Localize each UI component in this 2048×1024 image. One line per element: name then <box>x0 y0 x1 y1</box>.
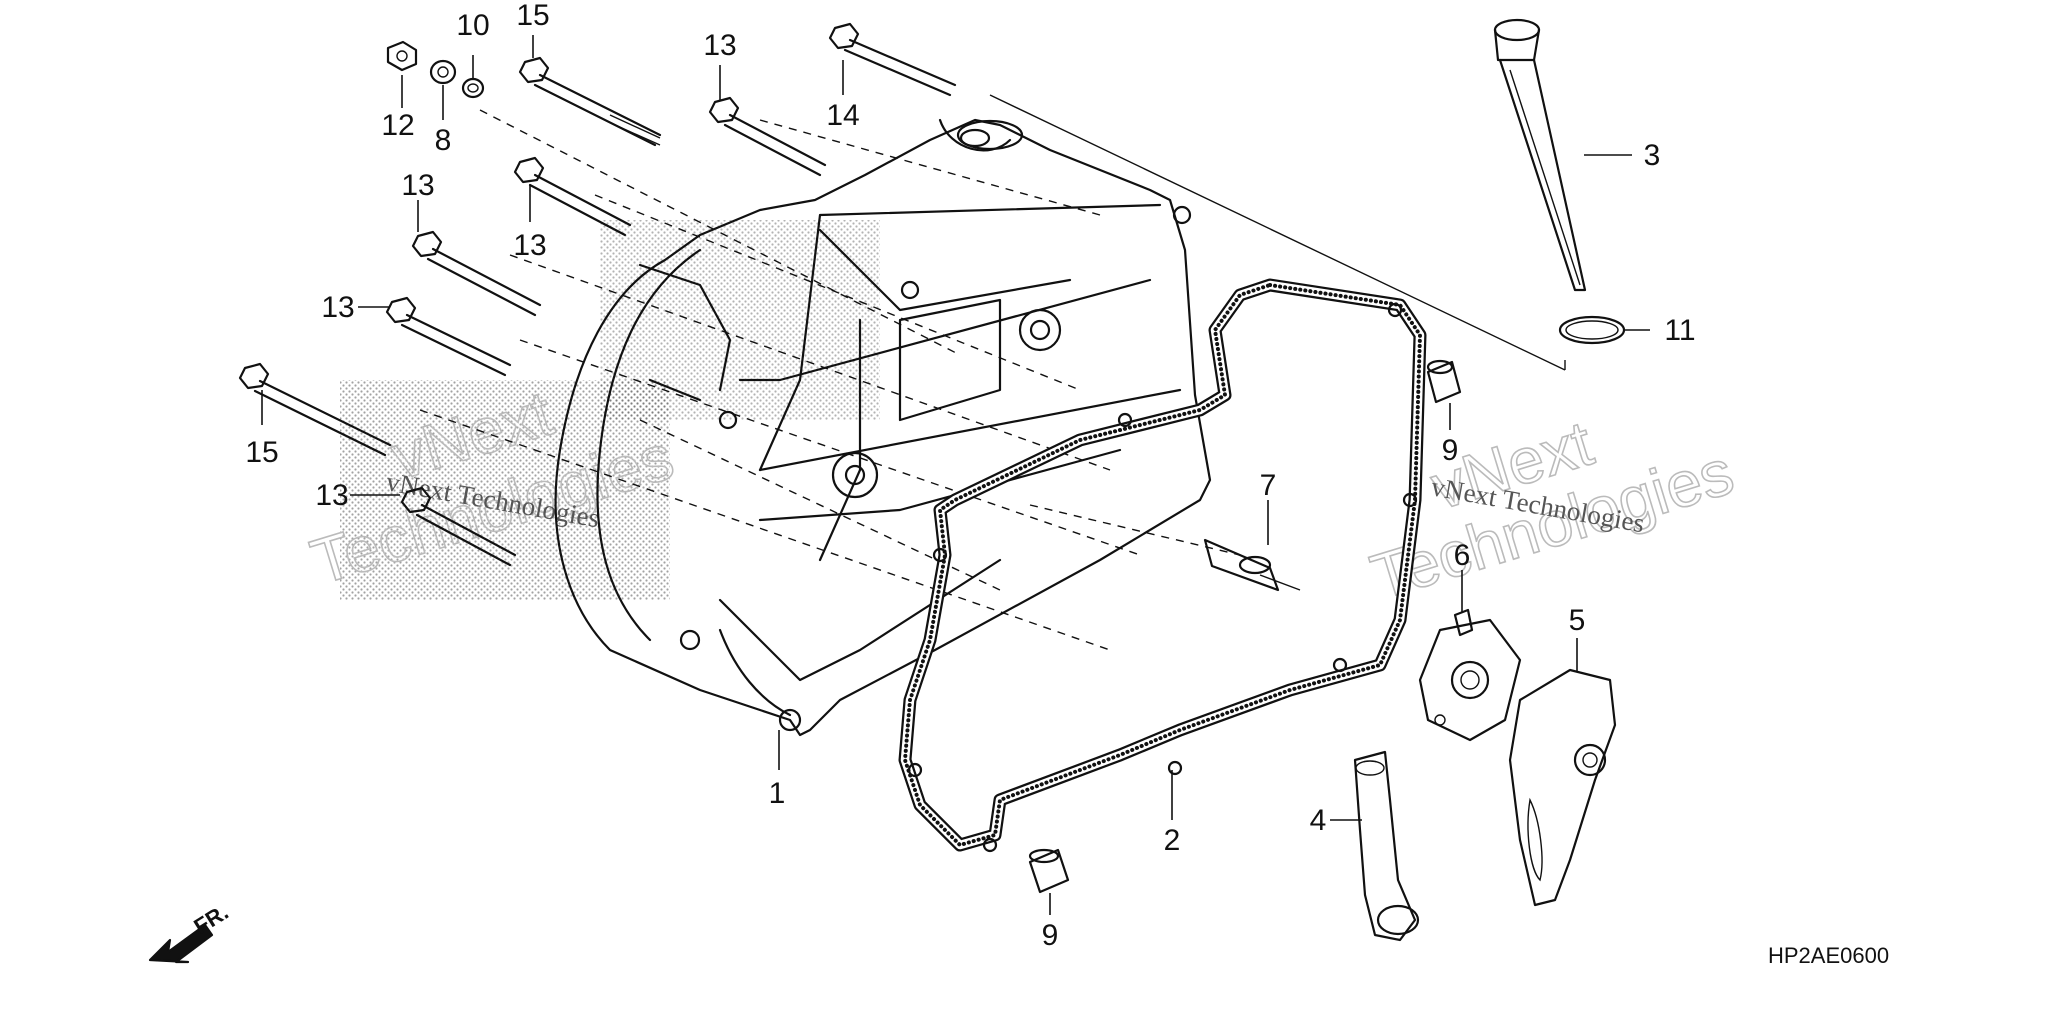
callout-12: 12 <box>381 109 414 142</box>
front-direction-arrow: FR. <box>148 899 233 964</box>
callout-13-bottom: 13 <box>315 479 348 512</box>
crankcase-cover <box>554 118 1212 737</box>
callout-9-upper: 9 <box>1442 434 1459 467</box>
flange-bolt-13-b <box>708 96 827 177</box>
callout-15-left: 15 <box>245 436 278 469</box>
callout-4: 4 <box>1310 804 1327 837</box>
callout-5: 5 <box>1569 604 1586 637</box>
callout-9-lower: 9 <box>1042 919 1059 952</box>
nut-12 <box>386 40 418 72</box>
washer-10 <box>461 77 485 99</box>
washer-8 <box>429 59 457 85</box>
callout-10: 10 <box>456 9 489 42</box>
flange-bolt-15-top <box>518 56 662 147</box>
callout-labels: 1 2 3 4 5 6 7 8 9 9 10 11 12 13 13 13 13… <box>245 0 1695 952</box>
flange-bolt-13-e <box>385 296 512 377</box>
callout-13-mid: 13 <box>513 229 546 262</box>
callout-13-left: 13 <box>321 291 354 324</box>
clutch-cam-5 <box>1508 668 1617 907</box>
oil-level-dipstick <box>1493 18 1587 292</box>
flange-bolt-13-a <box>400 486 517 567</box>
gasket <box>898 278 1427 853</box>
callout-1: 1 <box>769 777 786 810</box>
callout-8: 8 <box>435 124 452 157</box>
dowel-pin-9-lower <box>1028 848 1070 894</box>
o-ring-11 <box>1558 315 1626 345</box>
lifter-plate-6 <box>1418 608 1522 742</box>
flange-bolt-13-c <box>513 156 632 237</box>
diagram-code: HP2AE0600 <box>1768 943 1889 968</box>
callout-11: 11 <box>1664 314 1695 347</box>
callout-14: 14 <box>826 99 859 132</box>
flange-bolt-13-d <box>411 230 542 317</box>
callout-15-top: 15 <box>516 0 549 32</box>
callout-3: 3 <box>1644 139 1661 172</box>
callout-7: 7 <box>1260 469 1277 502</box>
clutch-lever-4 <box>1353 750 1420 942</box>
flange-bolt-15-left <box>238 362 392 457</box>
leader-lines <box>261 35 1650 915</box>
callout-13-top: 13 <box>703 29 736 62</box>
callout-13-mid-left: 13 <box>401 169 434 202</box>
stud-bolt-7 <box>1203 538 1301 592</box>
callout-6: 6 <box>1454 539 1471 572</box>
flange-bolt-14 <box>828 22 957 97</box>
dowel-pin-9-upper <box>1426 359 1462 404</box>
callout-2: 2 <box>1164 824 1181 857</box>
watermark-left: vNext Technologies vNext Technologies <box>302 220 880 600</box>
